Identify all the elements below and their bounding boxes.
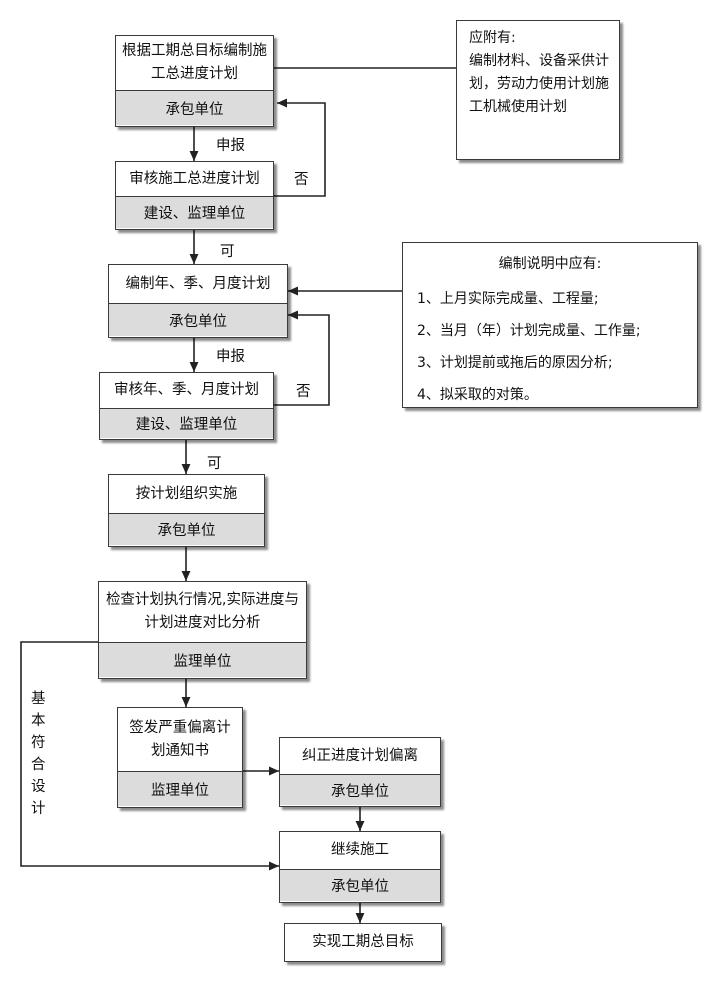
- conform-path: [20, 641, 279, 871]
- node-title: 审核年、季、月度计划: [100, 373, 273, 408]
- note-attachments: 应附有: 编制材料、设备采供计划，劳动力使用计划施工机械使用计划: [456, 20, 620, 160]
- node-compile-periodic-plan: 编制年、季、月度计划 承包单位: [108, 264, 288, 338]
- label-reject-2: 否: [296, 384, 311, 400]
- note-compile-instructions: 编制说明中应有: 1、上月实际完成量、工程量; 2、当月（年）计划完成量、工作量…: [402, 242, 698, 408]
- node-title: 签发严重偏离计划通知书: [118, 708, 242, 771]
- note-title: 编制说明中应有:: [498, 256, 602, 272]
- reject-loop-2: [274, 310, 330, 406]
- node-implement: 按计划组织实施 承包单位: [108, 474, 265, 547]
- node-title: 根据工期总目标编制施工总进度计划: [116, 36, 273, 90]
- reject-loop-1: [274, 98, 326, 197]
- label-submit-2: 申报: [216, 349, 245, 365]
- node-unit: 监理单位: [99, 642, 306, 677]
- node-review-periodic-plan: 审核年、季、月度计划 建设、监理单位: [99, 372, 274, 440]
- label-approve-1: 可: [220, 244, 235, 260]
- node-unit: 监理单位: [118, 771, 242, 806]
- node-check-progress: 检查计划执行情况,实际进度与计划进度对比分析 监理单位: [98, 581, 307, 679]
- node-unit: 承包单位: [109, 513, 264, 545]
- note-text: 应附有: 编制材料、设备采供计划，劳动力使用计划施工机械使用计划: [469, 30, 609, 115]
- label-conform-design: 基 本 符 合 设 计: [31, 691, 46, 817]
- node-compile-master-schedule: 根据工期总目标编制施工总进度计划 承包单位: [115, 35, 274, 127]
- note-item: 4、拟采取的对策。: [417, 387, 538, 403]
- note-item: 3、计划提前或拖后的原因分析;: [417, 355, 613, 371]
- node-achieve-target: 实现工期总目标: [284, 923, 442, 962]
- node-title: 按计划组织实施: [109, 475, 264, 513]
- node-unit: 承包单位: [280, 869, 440, 901]
- node-title: 审核施工总进度计划: [116, 162, 273, 196]
- note-item: 1、上月实际完成量、工程量;: [417, 291, 599, 307]
- node-title: 检查计划执行情况,实际进度与计划进度对比分析: [99, 582, 306, 642]
- node-correct-deviation: 纠正进度计划偏离 承包单位: [279, 737, 441, 807]
- node-unit: 建设、监理单位: [116, 196, 273, 228]
- node-title: 继续施工: [280, 832, 440, 869]
- label-submit-1: 申报: [216, 138, 245, 154]
- node-unit: 承包单位: [116, 90, 273, 125]
- node-continue-construction: 继续施工 承包单位: [279, 831, 441, 903]
- node-unit: 建设、监理单位: [100, 408, 273, 438]
- node-title: 实现工期总目标: [285, 924, 441, 960]
- label-reject-1: 否: [294, 172, 309, 188]
- node-issue-deviation-notice: 签发严重偏离计划通知书 监理单位: [117, 707, 243, 808]
- note-item: 2、当月（年）计划完成量、工作量;: [417, 323, 641, 339]
- node-unit: 承包单位: [109, 303, 287, 336]
- node-review-master-schedule: 审核施工总进度计划 建设、监理单位: [115, 161, 274, 230]
- node-title: 纠正进度计划偏离: [280, 738, 440, 774]
- label-approve-2: 可: [207, 456, 222, 472]
- node-title: 编制年、季、月度计划: [109, 265, 287, 303]
- node-unit: 承包单位: [280, 774, 440, 805]
